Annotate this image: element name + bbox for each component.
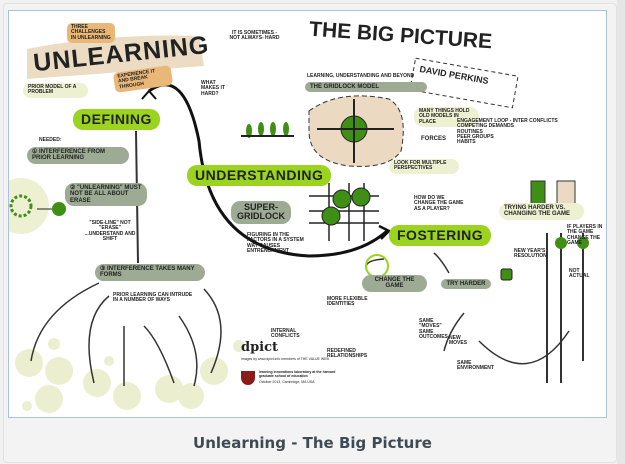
perspectives-note: LOOK FOR MULTIPLE PERSPECTIVES	[389, 159, 459, 174]
gridlock-model: THE GRIDLOCK MODEL	[305, 82, 427, 93]
supergridlock: SUPER-GRIDLOCK	[231, 201, 291, 224]
try-harder: TRY HARDER	[441, 279, 491, 290]
not-actual: NOT ACTUAL	[569, 268, 590, 280]
forces-note: MANY THINGS HOLD OLD MODELS IN PLACE	[414, 107, 479, 127]
force-item: ROUTINES	[457, 128, 483, 135]
heading-understanding: UNDERSTANDING	[187, 165, 332, 186]
new-years-resolution: NEW YEAR'S RESOLUTION	[514, 248, 547, 260]
forces-list: ENGAGEMENT LOOP - INTER CONFLICTS COMPET…	[457, 118, 577, 145]
image-caption: Unlearning - The Big Picture	[193, 434, 432, 452]
force-item: COMPETING DEMANDS	[457, 123, 514, 130]
heading-fostering: FOSTERING	[389, 225, 492, 246]
force-item: HABITS	[457, 139, 476, 145]
needed-label: NEEDED:	[39, 137, 62, 143]
gridlock-subtitle: LEARNING, UNDERSTANDING AND BEYOND	[307, 73, 415, 79]
prior-model-note: PRIOR MODEL of a PROBLEM	[23, 83, 88, 98]
tag-three-challenges: THREE CHALLENGES IN UNLEARNING	[67, 23, 115, 43]
how-change-note: HOW DO WE CHANGE THE GAME AS A PLAYER?	[414, 195, 464, 212]
trying-harder-note: TRYING HARDER VS. CHANGING THE GAME	[499, 203, 584, 220]
flexible-identities: MORE FLEXIBLE IDENTITIES	[327, 296, 368, 308]
supergridlock-note: FIGURING IN THE FACTORS IN A SYSTEM WAY …	[247, 232, 304, 254]
same-moves: SAME "MOVES" SAME OUTCOMES	[419, 318, 448, 340]
hard-note: IT IS SOMETIMES -NOT ALWAYS- HARD	[229, 30, 280, 42]
change-the-game: CHANGE the GAME	[362, 275, 427, 292]
heading-defining: DEFINING	[73, 109, 160, 130]
unlearning-2: ② "UNLEARNING" MUST NOT BE ALL ABOUT ERA…	[65, 183, 147, 206]
what-makes-hard: WHAT MAKES IT HARD?	[201, 80, 225, 97]
scrollbar[interactable]	[617, 0, 625, 464]
intrude-note: PRIOR LEARNING CAN INTRUDE IN A NUMBER O…	[113, 292, 193, 304]
lab-text: learning innovations laboratory at the h…	[259, 370, 336, 378]
new-moves: NEW MOVES	[449, 335, 468, 347]
redefined-relationships: REDEFINED RELATIONSHIPS	[327, 348, 368, 360]
internal-conflicts: INTERNAL CONFLICTS	[271, 328, 300, 340]
forces-label: FORCES	[421, 136, 447, 142]
sketch-drawing	[9, 35, 589, 413]
dpict-logo: dpict	[241, 340, 279, 355]
harvard-shield-icon	[241, 371, 255, 385]
sketchnote-image: THREE CHALLENGES IN UNLEARNING UNLEARNIN…	[8, 10, 607, 418]
date-text: October 2013, Cambridge, MA USA	[259, 380, 315, 384]
sideline-note: "SIDE-LINE" NOT "ERASE" ...UNDERSTAND AN…	[84, 220, 136, 242]
interference-1: ① INTERFERENCE from PRIOR LEARNING	[27, 147, 129, 164]
fostering-note: IF PLAYERS IN THE GAME CHANGE THE GAME	[567, 224, 603, 246]
credit-text: images by www.dpict.info members of THE …	[241, 357, 329, 361]
force-item: ENGAGEMENT LOOP - INTER CONFLICTS	[457, 118, 558, 124]
force-item: PEER GROUPS	[457, 133, 494, 140]
same-environment: SAME ENVIRONMENT	[457, 360, 494, 372]
interference-3: ③ INTERFERENCE TAKES MANY FORMS	[95, 264, 205, 281]
